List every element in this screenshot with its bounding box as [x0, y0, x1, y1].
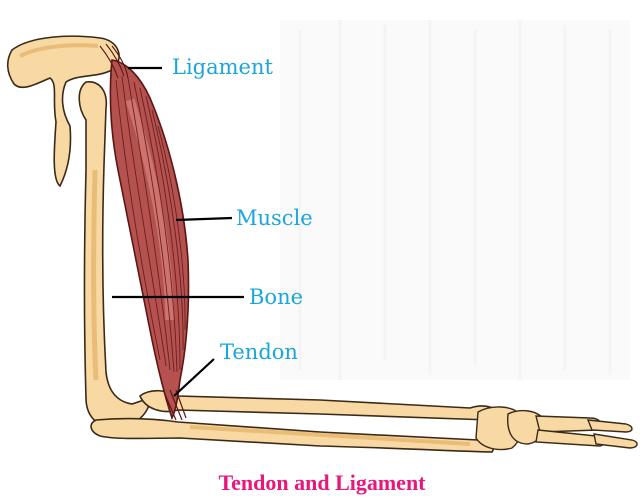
muscle-leader	[176, 218, 232, 220]
background-texture	[280, 20, 630, 380]
forearm-bone-upper	[140, 391, 500, 420]
humerus-shading	[94, 170, 96, 380]
hand-bones	[476, 407, 637, 450]
muscle-label: Muscle	[236, 206, 313, 230]
forearm-bone-lower	[91, 419, 493, 452]
tendon-label: Tendon	[220, 340, 298, 364]
bone-label: Bone	[249, 285, 303, 309]
diagram-caption: Tendon and Ligament	[0, 470, 644, 496]
ligament-label: Ligament	[172, 55, 273, 79]
